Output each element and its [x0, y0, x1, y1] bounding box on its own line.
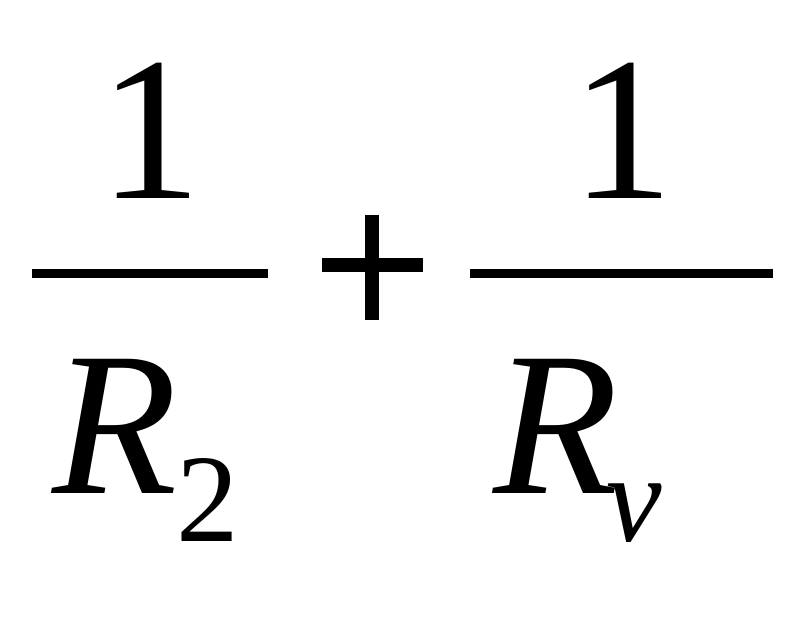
denominator-subscript-1: 2: [176, 431, 239, 569]
denominator-symbol-2: R: [491, 311, 618, 538]
fraction-bar-2: [470, 269, 773, 278]
fraction-2: 1 R ν: [470, 16, 773, 569]
plus-operator: [322, 215, 423, 320]
numerator-1: 1: [99, 16, 202, 243]
fraction-bar-1: [32, 269, 268, 278]
fraction-1: 1 R 2: [32, 16, 268, 569]
denominator-subscript-2: ν: [606, 431, 662, 569]
numerator-2: 1: [571, 16, 674, 243]
denominator-symbol-1: R: [50, 311, 177, 538]
